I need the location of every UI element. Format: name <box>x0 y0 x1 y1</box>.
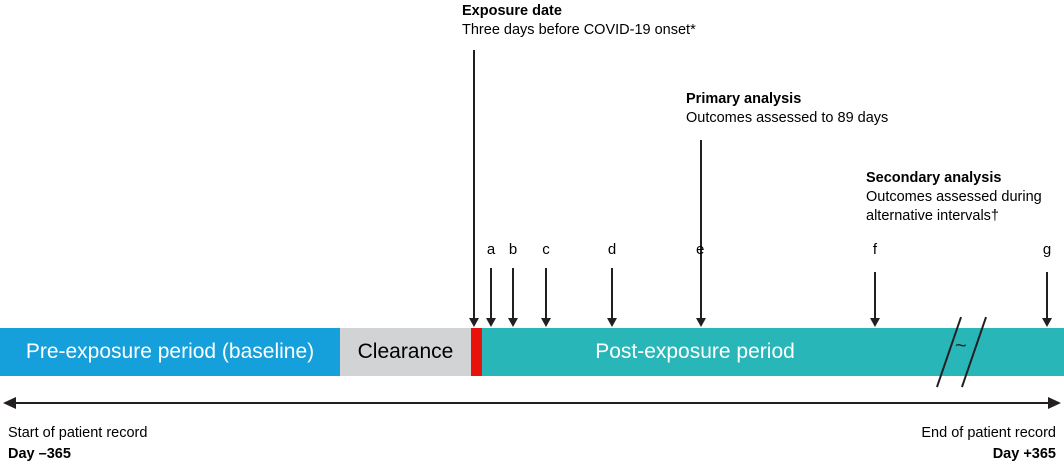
callout-exposure-date: Exposure date Three days before COVID-19… <box>462 2 696 40</box>
marker-line-c <box>545 268 547 320</box>
endpoint-start: Start of patient record Day –365 <box>8 423 147 465</box>
callout-secondary-subtitle-line2: alternative intervals† <box>866 208 999 224</box>
pointer-arrowhead-secondary-analysis <box>870 318 880 327</box>
pointer-line-exposure-date <box>473 50 475 320</box>
callout-secondary-title: Secondary analysis <box>866 170 1002 186</box>
callout-primary-analysis: Primary analysis Outcomes assessed to 89… <box>686 90 888 128</box>
endpoint-start-description: Start of patient record <box>8 425 148 441</box>
endpoint-end-description: End of patient record <box>921 425 1056 441</box>
marker-arrowhead-a <box>486 318 496 327</box>
marker-label-d: d <box>607 241 617 258</box>
marker-line-d <box>611 268 613 320</box>
endpoint-start-day: Day –365 <box>8 446 71 462</box>
marker-arrowhead-g <box>1042 318 1052 327</box>
marker-label-c: c <box>542 241 550 258</box>
callout-exposure-title: Exposure date <box>462 3 562 19</box>
axis-break-tilde: ~ <box>955 335 967 357</box>
endpoint-end: End of patient record Day +365 <box>804 423 1056 465</box>
axis-arrowhead-left <box>3 397 16 409</box>
bar-segment-clearance: Clearance <box>340 328 471 376</box>
callout-secondary-analysis: Secondary analysis Outcomes assessed dur… <box>866 169 1042 226</box>
marker-label-e: e <box>696 241 705 258</box>
pointer-arrowhead-exposure-date <box>469 318 479 327</box>
marker-line-a <box>490 268 492 320</box>
axis-arrowhead-right <box>1048 397 1061 409</box>
marker-label-a: a <box>486 241 496 258</box>
bar-segment-clearance-label: Clearance <box>357 340 454 363</box>
marker-line-g <box>1046 272 1048 320</box>
endpoint-end-day: Day +365 <box>992 446 1056 462</box>
marker-label-b: b <box>508 241 518 258</box>
bar-segment-pre-exposure: Pre-exposure period (baseline) <box>0 328 340 376</box>
bar-segment-exposure-date <box>471 328 482 376</box>
callout-primary-subtitle: Outcomes assessed to 89 days <box>686 110 889 126</box>
bar-segment-post-exposure-label: Post-exposure period <box>595 340 795 363</box>
callout-secondary-subtitle-line1: Outcomes assessed during <box>866 189 1042 205</box>
bar-segment-post-exposure: Post-exposure period <box>482 328 1064 376</box>
patient-record-axis-line <box>5 402 1059 404</box>
pointer-arrowhead-primary-analysis <box>696 318 706 327</box>
marker-label-g: g <box>1042 241 1052 258</box>
bar-segment-pre-exposure-label: Pre-exposure period (baseline) <box>25 340 315 363</box>
marker-arrowhead-c <box>541 318 551 327</box>
marker-arrowhead-b <box>508 318 518 327</box>
pointer-line-primary-analysis <box>700 140 702 320</box>
callout-primary-title: Primary analysis <box>686 91 802 107</box>
callout-exposure-subtitle: Three days before COVID-19 onset* <box>462 22 696 38</box>
timeline-bar: Pre-exposure period (baseline) Clearance… <box>0 328 1064 376</box>
marker-label-f: f <box>872 241 878 258</box>
pointer-line-secondary-analysis <box>874 272 876 320</box>
marker-arrowhead-d <box>607 318 617 327</box>
marker-line-b <box>512 268 514 320</box>
